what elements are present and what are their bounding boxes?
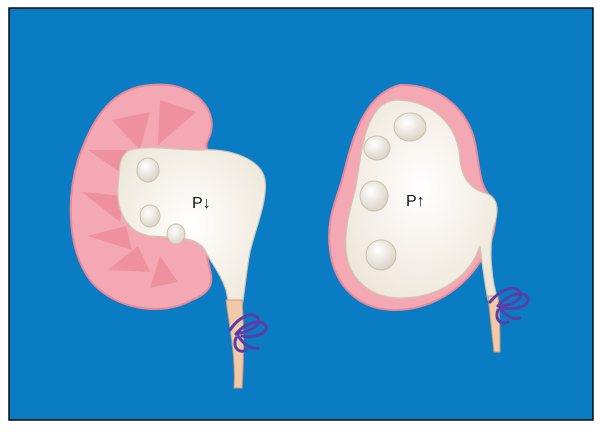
right-kidney-label: P↑ — [406, 193, 425, 210]
left-kidney-label: P↓ — [192, 195, 211, 212]
